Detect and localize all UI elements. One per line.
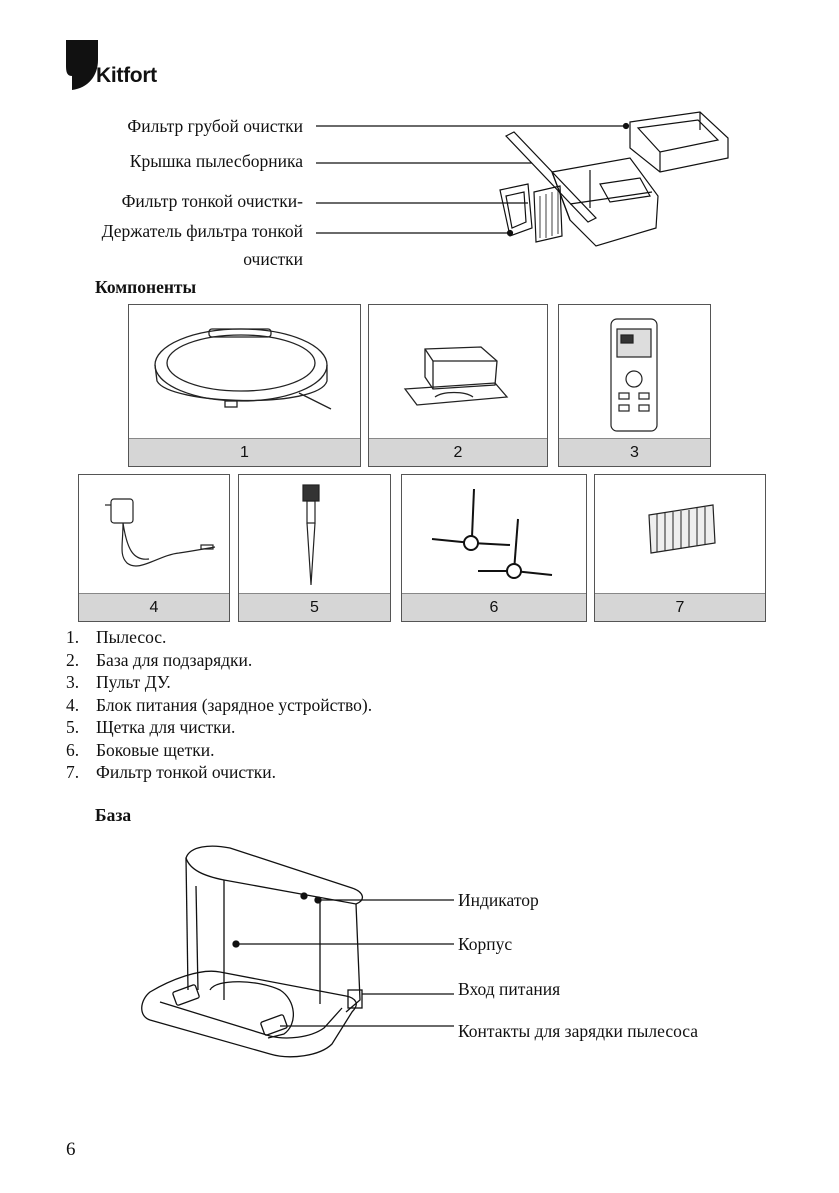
- component-box-3: 3: [558, 304, 711, 467]
- component-box-5: 5: [238, 474, 391, 622]
- label-fine-filter: Фильтр тонкой очистки-: [121, 191, 303, 211]
- component-box-1: 1: [128, 304, 361, 467]
- label-fine-filter-holder: Держатель фильтра тонкой: [101, 221, 303, 241]
- component-number-4: 4: [79, 593, 229, 621]
- component-number-7: 7: [595, 593, 765, 621]
- label-fine-filter-holder-cont: очистки: [243, 249, 303, 269]
- components-title: Компоненты: [95, 277, 197, 297]
- robot-vacuum-image: [154, 328, 332, 410]
- list-item: 4.Блок питания (зарядное устройство).: [66, 694, 373, 715]
- cleaning-brush-image: [302, 484, 320, 586]
- list-item: 7.Фильтр тонкой очистки.: [66, 762, 276, 782]
- component-box-4: 4: [78, 474, 230, 622]
- base-title: База: [95, 805, 132, 825]
- power-adapter-image: [105, 498, 216, 567]
- label-power-input: Вход питания: [458, 979, 561, 999]
- component-number-5: 5: [239, 593, 390, 621]
- side-brushes-image: [431, 488, 553, 579]
- label-indicator: Индикатор: [458, 890, 539, 910]
- label-charging-contacts: Контакты для зарядки пылесоса: [458, 1021, 699, 1041]
- kitfort-logo: [66, 40, 98, 90]
- brand-name: Kitfort: [96, 64, 157, 87]
- remote-control-image: [610, 318, 658, 432]
- list-item: 5.Щетка для чистки.: [66, 717, 236, 737]
- component-list: 1.Пылесос. 2.База для подзарядки. 3.Пуль…: [66, 626, 372, 784]
- charging-base-illustration: [141, 845, 454, 1058]
- charging-base-image: [403, 346, 509, 406]
- fine-filter-image: [648, 504, 716, 554]
- label-coarse-filter: Фильтр грубой очистки: [127, 116, 303, 136]
- component-box-7: 7: [594, 474, 766, 622]
- component-number-1: 1: [129, 438, 360, 466]
- page-number: 6: [66, 1139, 76, 1160]
- component-box-2: 2: [368, 304, 548, 467]
- list-item: 3.Пульт ДУ.: [66, 672, 171, 692]
- label-housing: Корпус: [458, 934, 513, 954]
- label-dustbin-lid: Крышка пылесборника: [129, 151, 303, 171]
- component-number-6: 6: [402, 593, 586, 621]
- dustbin-exploded-illustration: [316, 111, 729, 247]
- list-item: 1.Пылесос.: [66, 627, 167, 647]
- list-item: 2.База для подзарядки.: [66, 649, 253, 670]
- component-number-2: 2: [369, 438, 547, 466]
- component-number-3: 3: [559, 438, 710, 466]
- list-item: 6.Боковые щетки.: [66, 739, 215, 760]
- component-box-6: 6: [401, 474, 587, 622]
